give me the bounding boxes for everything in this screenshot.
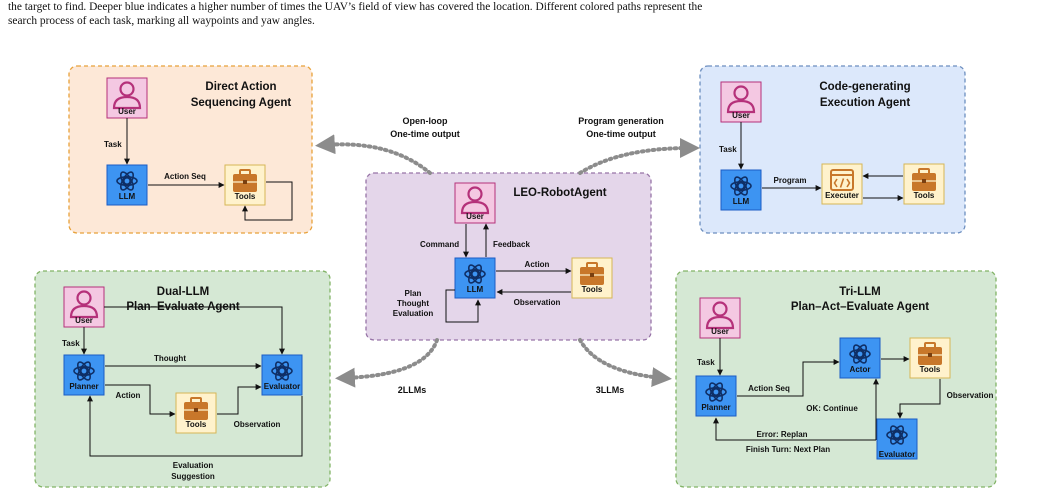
- dual-evaluator-label: Evaluator: [264, 382, 300, 391]
- dual-task-label: Task: [62, 339, 80, 348]
- tri-user-label: User: [711, 327, 729, 336]
- tri-task-label: Task: [697, 358, 715, 367]
- leo-tools-label: Tools: [582, 285, 603, 294]
- code-title-1: Code-generating: [819, 81, 910, 93]
- leo-feedback-label: Feedback: [493, 240, 530, 249]
- direct-action-seq-label: Action Seq: [164, 172, 206, 181]
- tri-evaluator-label: Evaluator: [879, 450, 915, 459]
- connector-3llms: [578, 338, 672, 388]
- dual-suggestion-label: Suggestion: [171, 472, 215, 481]
- dual-evaluation-label: Evaluation: [173, 461, 214, 470]
- code-program-label: Program: [774, 176, 807, 185]
- tri-title-2: Plan–Act–Evaluate Agent: [791, 301, 929, 313]
- tri-error-replan-label: Error: Replan: [756, 430, 807, 439]
- leo-action-label: Action: [525, 260, 550, 269]
- direct-title-2: Sequencing Agent: [191, 97, 292, 109]
- direct-llm-label: LLM: [119, 192, 136, 201]
- tri-planner-label: Planner: [701, 403, 730, 412]
- dual-action-label: Action: [116, 391, 141, 400]
- program-gen-sub-label: One-time output: [586, 129, 656, 139]
- direct-user-label: User: [118, 107, 136, 116]
- leo-llm-label: LLM: [467, 285, 484, 294]
- leo-title: LEO-RobotAgent: [513, 187, 606, 199]
- code-task-label: Task: [719, 145, 737, 154]
- program-gen-label: Program generation: [578, 116, 664, 126]
- leo-evaluation-label: Evaluation: [393, 309, 434, 318]
- open-loop-sub-label: One-time output: [390, 129, 460, 139]
- dual-thought-label: Thought: [154, 354, 186, 363]
- tri-observation-label: Observation: [947, 391, 994, 400]
- code-user-label: User: [732, 111, 750, 120]
- direct-title-1: Direct Action: [205, 81, 276, 93]
- tri-actor-label: Actor: [850, 365, 871, 374]
- direct-tools-label: Tools: [235, 192, 256, 201]
- two-llms-label: 2LLMs: [398, 385, 427, 395]
- dual-planner-label: Planner: [69, 382, 98, 391]
- connector-open-loop: [315, 134, 432, 175]
- tri-action-seq-label: Action Seq: [748, 384, 790, 393]
- code-title-2: Execution Agent: [820, 97, 910, 109]
- caption-line-2: search process of each task, marking all…: [8, 15, 315, 27]
- direct-action-agent: Direct Action Sequencing Agent User LLM …: [104, 76, 293, 221]
- three-llms-label: 3LLMs: [596, 385, 625, 395]
- leo-command-label: Command: [420, 240, 459, 249]
- leo-robotagent: LEO-RobotAgent User LLM Tools Command Fe…: [393, 181, 613, 323]
- connector-program-gen: [578, 138, 700, 175]
- code-generating-agent: Code-generating Execution Agent User LLM…: [719, 80, 945, 211]
- code-executer-label: Executer: [825, 191, 859, 200]
- open-loop-label: Open-loop: [403, 116, 448, 126]
- leo-user-label: User: [466, 212, 484, 221]
- panel-dual-llm: [34, 270, 331, 488]
- figure-caption: the target to find. Deeper blue indicate…: [8, 0, 1033, 28]
- leo-plan-label: Plan: [405, 289, 422, 298]
- tri-tools-label: Tools: [920, 365, 941, 374]
- dotted-connectors: [315, 134, 700, 388]
- leo-thought-label: Thought: [397, 299, 429, 308]
- code-llm-label: LLM: [733, 197, 750, 206]
- tri-title-1: Tri-LLM: [839, 286, 881, 298]
- tri-finish-turn-label: Finish Turn: Next Plan: [746, 445, 830, 454]
- dual-title-1: Dual-LLM: [157, 286, 209, 298]
- connector-2llms: [335, 338, 439, 388]
- dual-llm-agent: Dual-LLM Plan–Evaluate Agent User Planne…: [62, 285, 303, 481]
- dual-user-label: User: [75, 316, 93, 325]
- tri-llm-agent: Tri-LLM Plan–Act–Evaluate Agent User Pla…: [695, 286, 994, 460]
- panel-code-generating: [699, 65, 966, 234]
- tri-ok-continue-label: OK: Continue: [806, 404, 858, 413]
- dual-observation-label: Observation: [234, 420, 281, 429]
- leo-observation-label: Observation: [514, 298, 561, 307]
- code-tools-label: Tools: [914, 191, 935, 200]
- caption-line-1: the target to find. Deeper blue indicate…: [8, 1, 703, 13]
- dual-tools-label: Tools: [186, 420, 207, 429]
- direct-task-label: Task: [104, 140, 122, 149]
